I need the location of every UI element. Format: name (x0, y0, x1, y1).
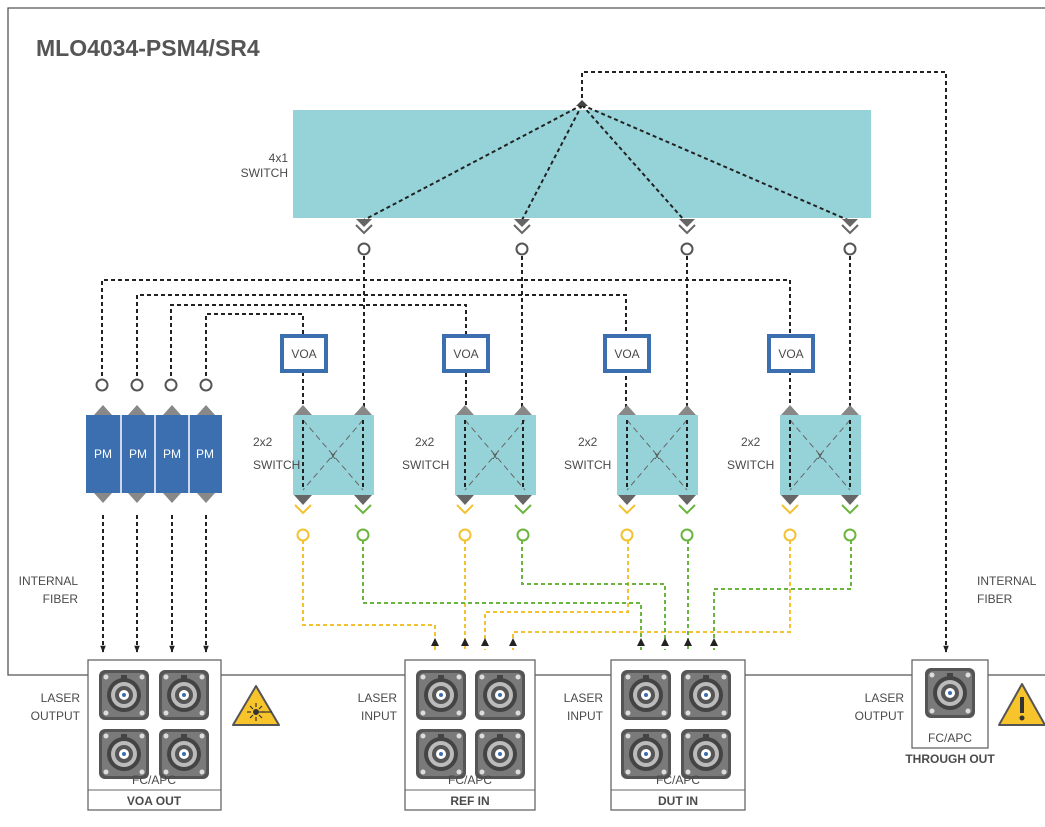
pm-label-1: PM (94, 447, 112, 461)
switch-2x2-4: x 2x2 SWITCH (727, 405, 861, 542)
switch-2x2-label-line2: SWITCH (564, 458, 611, 472)
switch-2x2-label-line1: 2x2 (253, 435, 273, 449)
fc-apc-connector-icon (159, 729, 209, 779)
switch-2x2-label-line1: 2x2 (741, 435, 761, 449)
port-panel-through-out: FC/APC (911, 659, 989, 749)
caution-warning-icon (998, 683, 1045, 726)
arrow-up-icon (431, 638, 718, 646)
through-out-side-line2: OUTPUT (855, 709, 905, 723)
fc-apc-connector-icon (925, 668, 975, 718)
voa-group: VOA VOA VOA VOA (280, 334, 815, 373)
fc-apc-connector-icon (475, 670, 525, 720)
pm-label-2: PM (129, 447, 147, 461)
switch-4x1-label-line1: 4x1 (269, 151, 289, 165)
switch-2x2-center: x (655, 451, 660, 462)
fc-apc-connector-icon (621, 670, 671, 720)
switch-2x2-center: x (818, 451, 823, 462)
through-out-side-line1: LASER (865, 691, 905, 705)
through-out-name: THROUGH OUT (905, 752, 995, 766)
fc-apc-connector-icon (159, 670, 209, 720)
port-panel-voa-out: FC/APC VOA OUT (87, 659, 222, 811)
page-title: MLO4034-PSM4/SR4 (36, 35, 260, 61)
fc-apc-connector-icon (416, 729, 466, 779)
internal-fiber-black (100, 71, 949, 653)
voa-label-4: VOA (778, 347, 803, 361)
fc-apc-connector-icon (99, 729, 149, 779)
switch-4x1-label-line2: SWITCH (241, 166, 288, 180)
fc-apc-connector-icon (681, 729, 731, 779)
internal-fiber-left-line2: FIBER (43, 592, 79, 606)
voa-out-name: VOA OUT (127, 794, 182, 808)
chassis-frame (7, 7, 1045, 676)
through-out-connector-type: FC/APC (928, 731, 972, 745)
internal-fiber-right-line2: FIBER (977, 592, 1013, 606)
voa-out-side-line1: LASER (41, 691, 81, 705)
fiber-green (362, 540, 852, 650)
fc-apc-connector-icon (475, 729, 525, 779)
port-panel-ref-in: FC/APC REF IN (404, 659, 536, 811)
fc-apc-connector-icon (621, 729, 671, 779)
switch-2x2-label-line1: 2x2 (415, 435, 435, 449)
switch-2x2-center: x (493, 451, 498, 462)
internal-fiber-left-line1: INTERNAL (19, 574, 79, 588)
voa-label-3: VOA (614, 347, 639, 361)
voa-label-2: VOA (453, 347, 478, 361)
pm-label-3: PM (163, 447, 181, 461)
fc-apc-connector-icon (416, 670, 466, 720)
voa-out-connector-type: FC/APC (132, 773, 176, 787)
pm-label-4: PM (196, 447, 214, 461)
switch-2x2-label-line2: SWITCH (727, 458, 774, 472)
dut-in-side-line2: INPUT (567, 709, 604, 723)
fc-apc-connector-icon (99, 670, 149, 720)
switch-2x2-label-line1: 2x2 (578, 435, 598, 449)
dut-in-connector-type: FC/APC (656, 773, 700, 787)
switch-4x1: 4x1 SWITCH (241, 110, 871, 218)
ref-in-name: REF IN (450, 794, 489, 808)
port-panel-dut-in: FC/APC DUT IN (610, 659, 746, 811)
internal-fiber-right-line1: INTERNAL (977, 574, 1037, 588)
switch-2x2-3: x 2x2 SWITCH (564, 405, 698, 542)
laser-warning-icon (232, 685, 280, 726)
switch-4x1-outputs (355, 100, 859, 256)
voa-out-side-line2: OUTPUT (31, 709, 81, 723)
switch-2x2-label-line2: SWITCH (253, 458, 300, 472)
ref-in-connector-type: FC/APC (448, 773, 492, 787)
voa-label-1: VOA (291, 347, 316, 361)
switch-2x2-label-line2: SWITCH (402, 458, 449, 472)
fc-apc-connector-icon (681, 670, 731, 720)
switch-2x2-1: x 2x2 SWITCH (253, 405, 374, 542)
dut-in-name: DUT IN (658, 794, 698, 808)
switch-2x2-center: x (331, 451, 336, 462)
ref-in-side-line1: LASER (358, 691, 398, 705)
switch-2x2-2: x 2x2 SWITCH (402, 405, 536, 542)
dut-in-side-line1: LASER (564, 691, 604, 705)
fiber-yellow (302, 540, 791, 650)
power-meter-block: PM PM PM PM (86, 378, 222, 503)
ref-in-side-line2: INPUT (361, 709, 398, 723)
